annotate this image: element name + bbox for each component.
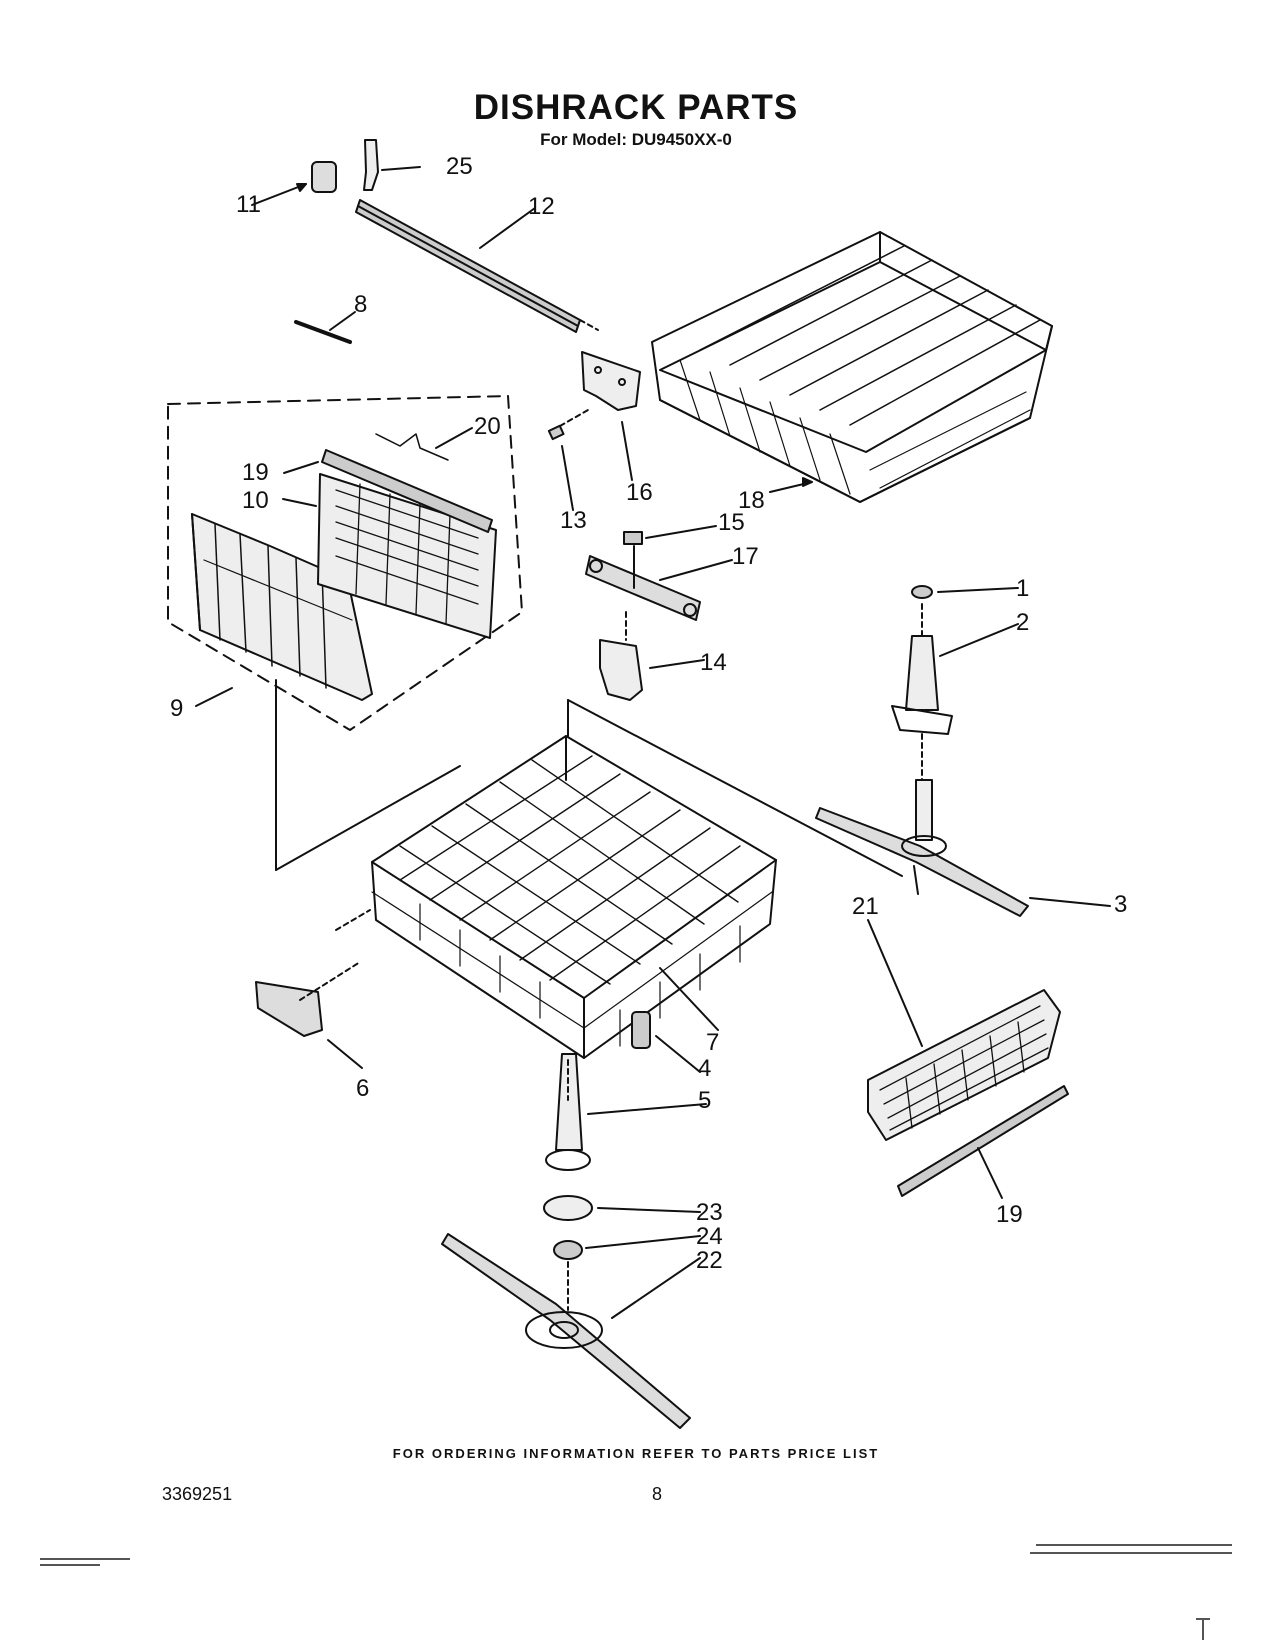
part-25-clip	[363, 139, 421, 191]
part-5-lower-tube	[545, 1053, 707, 1171]
callout-6: 6	[356, 1075, 369, 1102]
page-title: DISHRACK PARTS	[473, 88, 799, 127]
callout-15: 15	[718, 509, 745, 536]
callout-10: 10	[242, 487, 269, 514]
callout-labels: 1 2 3 4 5 6 7 8 9 10 11 12 13 14 15 16 1…	[170, 153, 1127, 1274]
part-17-arm-support	[585, 545, 733, 621]
part-18-upper-rack	[651, 231, 1053, 503]
callout-12: 12	[528, 193, 555, 220]
callout-25: 25	[446, 153, 473, 180]
part-3-upper-spray-arm	[815, 779, 1111, 917]
part-12-rack-track	[355, 199, 599, 333]
callout-2: 2	[1016, 609, 1029, 636]
callout-14: 14	[700, 649, 727, 676]
part-19-handle-top	[283, 449, 493, 533]
part-20-wire-clip	[375, 427, 473, 461]
callout-9: 9	[170, 695, 183, 722]
page-number: 8	[652, 1484, 663, 1504]
callout-13: 13	[560, 507, 587, 534]
part-16-bracket	[559, 351, 641, 481]
callout-22: 22	[696, 1247, 723, 1274]
callout-19-lower: 19	[996, 1201, 1023, 1228]
callout-4: 4	[698, 1055, 711, 1082]
callout-8: 8	[354, 291, 367, 318]
part-8-axle	[294, 311, 356, 344]
ordering-note: FOR ORDERING INFORMATION REFER TO PARTS …	[392, 1446, 880, 1461]
part-9-silverware-basket-group	[167, 395, 523, 871]
document-number: 3369251	[162, 1484, 233, 1504]
part-24-nut	[553, 1235, 701, 1260]
part-1-nut	[911, 585, 1019, 599]
callout-1: 1	[1016, 575, 1029, 602]
callout-20: 20	[474, 413, 501, 440]
part-13-screw	[547, 424, 574, 511]
part-15-cap	[623, 525, 717, 545]
part-6-rack-wheel	[255, 909, 371, 1069]
model-subtitle: For Model: DU9450XX-0	[540, 130, 732, 149]
callout-7: 7	[706, 1029, 719, 1056]
callout-23: 23	[696, 1199, 723, 1226]
callout-17: 17	[732, 543, 759, 570]
part-19-basket-handle	[897, 1085, 1069, 1199]
callout-3: 3	[1114, 891, 1127, 918]
part-22-lower-spray-arm	[441, 1233, 701, 1429]
callout-21: 21	[852, 893, 879, 920]
callout-24: 24	[696, 1223, 723, 1250]
part-23-washer	[543, 1195, 701, 1221]
callout-16: 16	[626, 479, 653, 506]
part-14-latch	[599, 611, 705, 701]
callout-11: 11	[236, 191, 261, 218]
part-2-upper-tube	[891, 603, 1019, 781]
part-4-spacer	[631, 1011, 701, 1073]
part-7-lower-rack	[275, 699, 903, 1059]
part-21-silverware-basket	[867, 919, 1061, 1141]
callout-19-upper: 19	[242, 459, 269, 486]
callout-18: 18	[738, 487, 765, 514]
part-11-rack-stop	[251, 161, 337, 206]
callout-5: 5	[698, 1087, 711, 1114]
